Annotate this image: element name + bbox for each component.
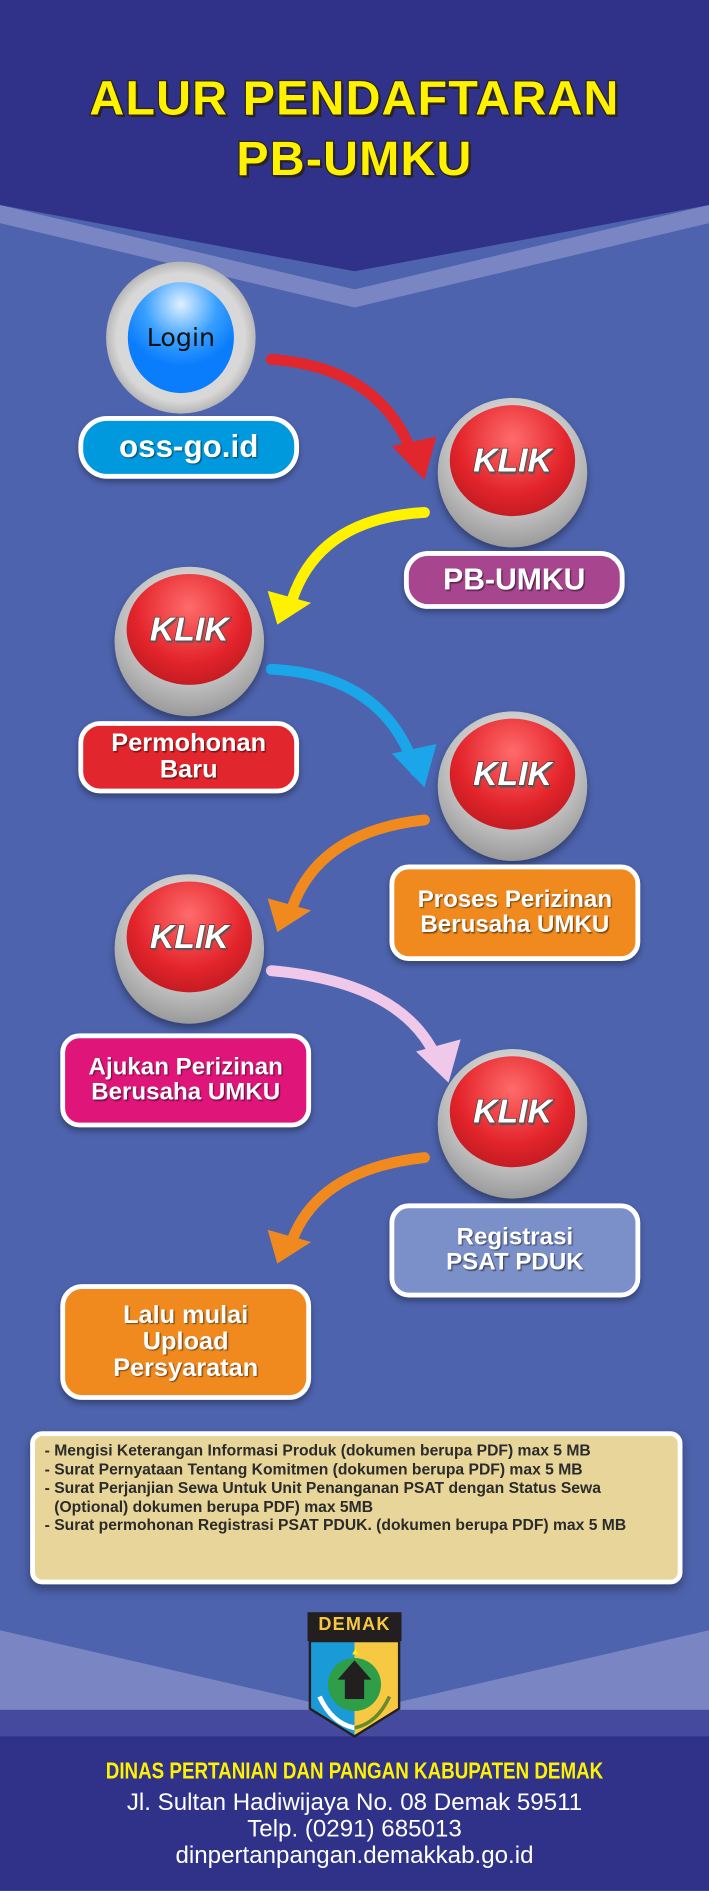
- line: Ajukan Perizinan: [88, 1053, 283, 1081]
- footer-website[interactable]: dinpertanpangan.demakkab.go.id: [175, 1842, 534, 1869]
- logo-text: DEMAK: [318, 1614, 391, 1636]
- line: Registrasi: [456, 1223, 574, 1251]
- footer-phone: Telp. (0291) 685013: [247, 1815, 462, 1843]
- line: Berusaha UMKU: [420, 911, 610, 939]
- line: Persyaratan: [113, 1354, 259, 1382]
- klik-button-5[interactable]: KLIK: [437, 1049, 588, 1199]
- login-button[interactable]: Login: [106, 261, 256, 414]
- title-line-2: PB-UMKU: [235, 131, 473, 186]
- line: PSAT PDUK: [446, 1249, 584, 1276]
- footer-agency: DINAS PERTANIAN DAN PANGAN KABUPATEN DEM…: [105, 1759, 604, 1785]
- klik-label: KLIK: [449, 718, 576, 830]
- klik-label: KLIK: [126, 573, 253, 685]
- requirement-item: - Surat Perjanjian Sewa Untuk Unit Penan…: [44, 1478, 601, 1516]
- klik-label: KLIK: [449, 1056, 576, 1168]
- requirements-box: - Mengisi Keterangan Informasi Produk (d…: [30, 1431, 683, 1585]
- line: Baru: [159, 756, 218, 784]
- footer-address: Jl. Sultan Hadiwijaya No. 08 Demak 59511: [126, 1789, 583, 1816]
- arrows: [265, 353, 461, 1264]
- site-badge: oss-go.id: [78, 416, 300, 479]
- klik-button-4[interactable]: KLIK: [114, 874, 265, 1024]
- requirement-item: - Mengisi Keterangan Informasi Produk (d…: [44, 1440, 591, 1460]
- requirement-item: - Surat permohonan Registrasi PSAT PDUK.…: [44, 1515, 627, 1534]
- klik-button-3[interactable]: KLIK: [437, 711, 588, 861]
- line: Upload: [142, 1327, 229, 1356]
- klik-label: KLIK: [449, 405, 576, 517]
- line: Lalu mulai: [123, 1300, 249, 1329]
- step-pb-umku: PB-UMKU: [403, 551, 625, 609]
- klik-label: KLIK: [126, 881, 253, 993]
- requirement-item: - Surat Pernyataan Tentang Komitmen (dok…: [44, 1459, 583, 1478]
- line: Berusaha UMKU: [91, 1079, 281, 1106]
- klik-button-2[interactable]: KLIK: [114, 566, 265, 717]
- login-label: Login: [127, 282, 234, 394]
- demak-logo: [307, 1612, 402, 1738]
- klik-button-1[interactable]: KLIK: [437, 397, 588, 548]
- line: Permohonan: [111, 729, 267, 758]
- title-line-1: ALUR PENDAFTARAN: [88, 71, 620, 126]
- line: Proses Perizinan: [417, 886, 613, 913]
